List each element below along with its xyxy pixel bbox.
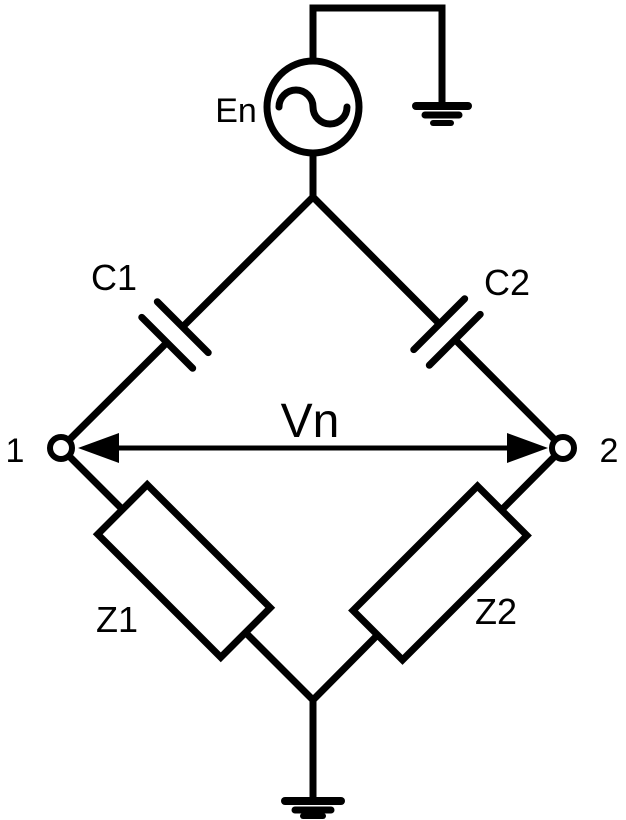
- capacitor-c2-label: C2: [484, 262, 530, 303]
- vn-label: Vn: [281, 395, 340, 448]
- node-1-terminal: [47, 434, 75, 462]
- impedance-z2-box: [348, 481, 532, 665]
- impedance-z2-label: Z2: [475, 591, 517, 632]
- capacitor-c1-label: C1: [91, 257, 137, 298]
- node-1-label: 1: [6, 432, 25, 470]
- ground-symbol-top-icon: [412, 102, 472, 126]
- node-2-terminal: [549, 434, 577, 462]
- impedance-z1-label: Z1: [96, 599, 138, 640]
- capacitor-c1-icon: [137, 297, 213, 373]
- ac-source-icon: [263, 57, 363, 157]
- impedance-z1-box: [92, 479, 276, 663]
- vn-arrow: [78, 433, 548, 463]
- node-2-label: 2: [600, 432, 619, 470]
- ground-symbol-bottom-icon: [281, 797, 345, 819]
- arrowhead-right-icon: [507, 433, 548, 463]
- wire-source-to-ground: [309, 4, 446, 107]
- sine-wave-icon: [275, 86, 351, 128]
- wire-apex-to-node1: [57, 193, 317, 452]
- capacitor-c2-icon: [409, 294, 485, 370]
- source-label: En: [215, 92, 257, 130]
- arrowhead-left-icon: [78, 433, 119, 463]
